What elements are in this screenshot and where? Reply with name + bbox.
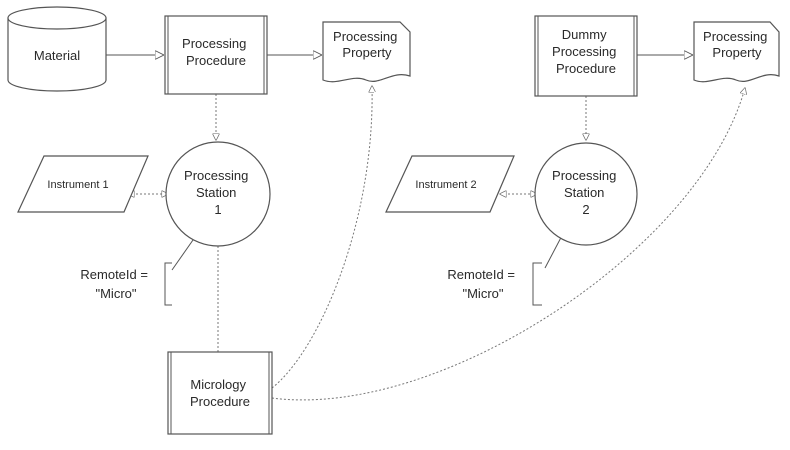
- processing-property-2-node: Processing Property: [693, 21, 780, 83]
- document-shape: [322, 21, 411, 83]
- edge-micrology-to-property-2: [271, 88, 745, 401]
- database-top: [7, 17, 107, 30]
- remote-id-annotation-2: RemoteId = "Micro": [447, 267, 518, 301]
- parallelogram-shape: [17, 155, 149, 213]
- processing-property-1-node: Processing Property: [322, 21, 411, 83]
- remote-id-annotation-1: RemoteId = "Micro": [80, 267, 151, 301]
- material-node: Material: [7, 6, 107, 92]
- micrology-procedure-label: Micrology Procedure: [190, 377, 250, 409]
- station-circle: [534, 142, 638, 246]
- material-label: Material: [34, 48, 80, 63]
- instrument-1-node: Instrument 1: [17, 155, 149, 213]
- document-shape: [693, 21, 780, 83]
- remote-id-1-label: RemoteId = "Micro": [80, 267, 151, 301]
- processing-property-1-label: Processing Property: [333, 29, 401, 60]
- instrument-1-label: Instrument 1: [47, 179, 108, 191]
- processing-property-2-label: Processing Property: [703, 29, 771, 60]
- dummy-processing-procedure-node: Dummy Processing Procedure: [534, 15, 638, 97]
- micrology-procedure-node: Micrology Procedure: [167, 351, 273, 435]
- processing-station-2-label: Processing Station 2: [552, 168, 620, 217]
- instrument-2-node: Instrument 2: [385, 155, 515, 213]
- annotation-bracket-1: [164, 262, 172, 306]
- processing-station-1-label: Processing Station 1: [184, 168, 252, 217]
- micrology-box: [167, 351, 273, 435]
- processing-station-1-node: Processing Station 1: [165, 141, 271, 247]
- processing-station-2-node: Processing Station 2: [534, 142, 638, 246]
- instrument-2-label: Instrument 2: [415, 179, 476, 191]
- station-circle: [165, 141, 271, 247]
- dummy-processing-procedure-label: Dummy Processing Procedure: [552, 27, 620, 76]
- procedure-box: [164, 15, 268, 95]
- processing-procedure-node: Processing Procedure: [164, 15, 268, 95]
- processing-procedure-label: Processing Procedure: [182, 36, 250, 68]
- edge-micrology-to-property-1: [271, 86, 372, 389]
- parallelogram-shape: [385, 155, 515, 213]
- dummy-procedure-box: [534, 15, 638, 97]
- remote-id-2-label: RemoteId = "Micro": [447, 267, 518, 301]
- annotation-bracket-2: [532, 262, 542, 306]
